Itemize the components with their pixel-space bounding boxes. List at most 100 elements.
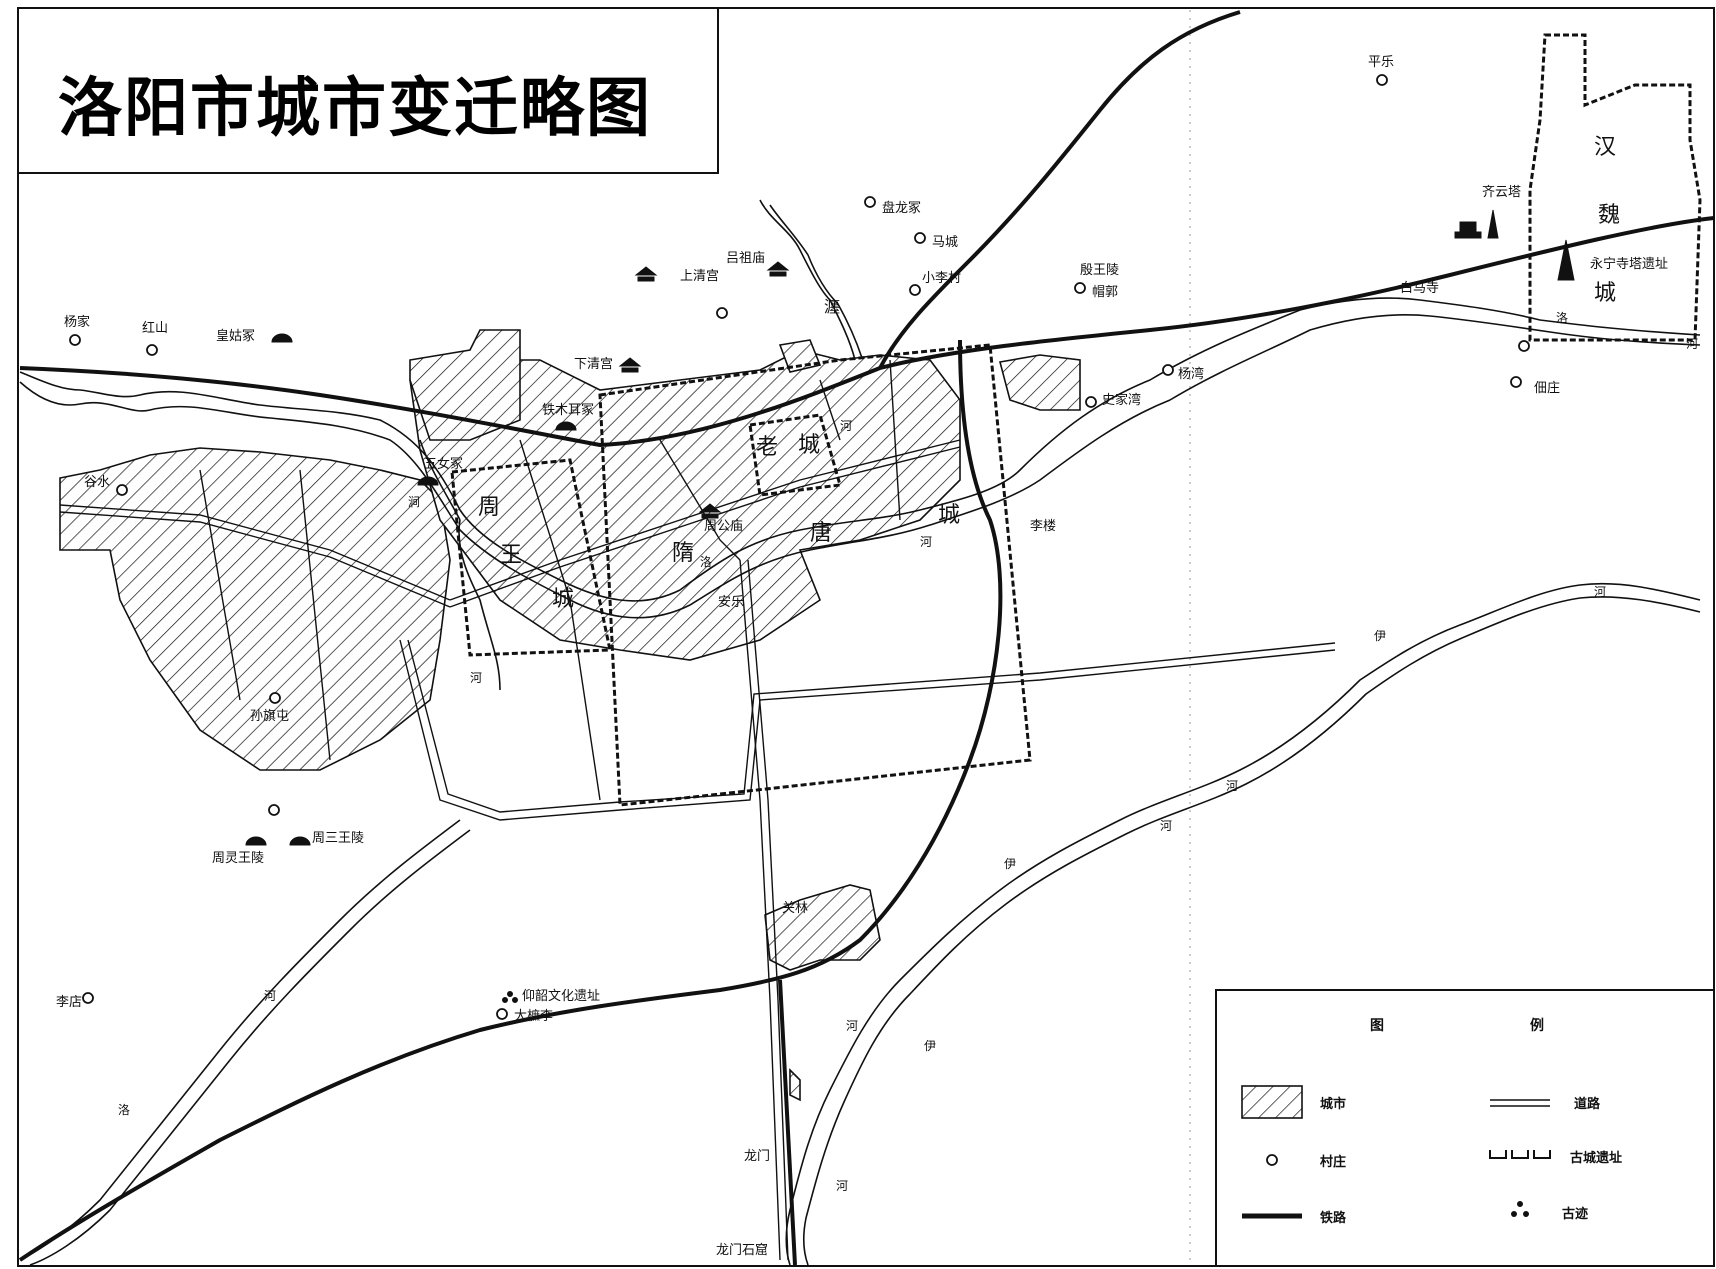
yi-river-bank-1 — [785, 582, 1701, 1266]
label-baimasi: 白马寺 — [1400, 280, 1439, 296]
label-guanlin: 关林 — [782, 901, 808, 916]
river-luo-city: 洛 — [700, 554, 712, 569]
city-area-longmen — [789, 1068, 801, 1102]
river-yi-1: 伊 — [1374, 629, 1386, 643]
label-huanggu: 皇姑冢 — [216, 329, 255, 344]
road-n-s-longmen-b — [747, 559, 789, 1261]
river-jian: 涧 — [408, 495, 420, 509]
title-box — [17, 7, 719, 174]
relic-yangshao-icon — [502, 991, 518, 1003]
river-luo-he-2: 河 — [840, 419, 852, 433]
road-west-main-b — [59, 511, 451, 608]
yi-river-bank-2 — [803, 596, 1701, 1266]
road-n-s-west — [199, 439, 601, 801]
label-hongshan: 红山 — [142, 320, 168, 336]
river-luo-east-he: 河 — [1686, 337, 1698, 351]
place-labels: 平乐 齐云塔 白马寺 永宁寺塔遗址 佃庄 盘龙冢 马城 小李村 吕祖庙 上清宫 … — [56, 55, 1668, 1258]
relic-zuciao-icon — [766, 261, 790, 277]
label-panlongzhong: 盘龙冢 — [882, 200, 921, 216]
legend-relic-swatch — [1511, 1201, 1529, 1217]
map-title: 洛阳市城市变迁略图 — [58, 71, 652, 146]
road-west-main — [59, 504, 451, 601]
railway-longhai — [19, 216, 1715, 448]
district-wei: 魏 — [1598, 203, 1620, 228]
label-dazhuli: 大樜李 — [514, 1009, 553, 1024]
legend-railway-label: 铁路 — [1319, 1210, 1347, 1226]
village-zhouling-marker — [268, 804, 280, 816]
relic-tiemuer-icon — [555, 421, 577, 431]
label-zhoulingwang: 周灵王陵 — [212, 851, 264, 866]
ancient-walls — [450, 33, 1702, 807]
legend: 图 例 城市 道路 村庄 古城遗址 铁路 古迹 — [1215, 989, 1715, 1267]
label-gushui: 谷水 — [84, 475, 110, 490]
label-longmen: 龙门 — [744, 1149, 770, 1164]
river-luo-he-1: 河 — [920, 535, 932, 549]
railways — [18, 10, 1715, 1266]
village-hongshan-marker — [146, 344, 158, 356]
legend-relic-label: 古迹 — [1562, 1206, 1588, 1222]
relic-qiyunta-icon — [1454, 209, 1499, 239]
river-yi-3: 伊 — [924, 1039, 936, 1053]
river-luo-sw: 洛 — [118, 1102, 130, 1117]
legend-road-label: 道路 — [1574, 1096, 1601, 1112]
river-yi-he-2: 河 — [1226, 779, 1238, 793]
label-yangshao: 仰韶文化遗址 — [522, 988, 600, 1004]
district-suitangcheng: 城 — [938, 503, 960, 528]
village-pingle-marker — [1376, 74, 1388, 86]
label-shijiawan: 史家湾 — [1102, 392, 1141, 408]
legend-box — [1215, 989, 1715, 1267]
river-luo-east: 洛 — [1556, 310, 1568, 325]
label-lidian: 李店 — [56, 995, 82, 1010]
label-dianzhuang: 佃庄 — [1534, 380, 1560, 396]
river-yi-2: 伊 — [1004, 857, 1016, 871]
city-area-guanlin — [764, 884, 881, 971]
river-jian-he: 河 — [470, 671, 482, 685]
label-yangwan: 杨湾 — [1178, 366, 1204, 382]
district-sui: 隋 — [672, 541, 694, 566]
label-lilou: 李楼 — [1030, 519, 1056, 534]
legend-city-swatch — [1241, 1085, 1303, 1119]
label-xiaqinggong: 下清宫 — [574, 357, 613, 372]
village-shijiawan-marker — [1085, 396, 1097, 408]
label-bangguo: 帽郭 — [1092, 284, 1118, 300]
railway-longmen — [778, 979, 797, 1266]
road-center-ew — [449, 439, 961, 601]
chan-river — [759, 199, 863, 361]
road-center-ew-b — [449, 446, 961, 608]
district-wang: 王 — [500, 543, 522, 568]
city-area-west — [59, 447, 451, 771]
legend-city-label: 城市 — [1320, 1096, 1346, 1112]
legend-road-swatch — [1490, 1099, 1550, 1107]
district-lao: 老 — [756, 435, 778, 460]
river-labels: 瀍 涧 河 洛 河 河 河 洛 河 河 洛 伊 伊 伊 河 河 河 河 — [118, 297, 1698, 1193]
railway-south — [18, 339, 1003, 1262]
label-yongningsi: 永宁寺塔遗址 — [1590, 256, 1668, 272]
village-panlong-marker — [864, 196, 876, 208]
label-sunqitun: 孙旗屯 — [250, 708, 289, 724]
relic-zhougong-icon — [698, 503, 722, 519]
district-zhoucheng: 城 — [552, 587, 574, 612]
label-zuciao: 吕祖庙 — [726, 251, 765, 266]
river-luo-he-3: 河 — [1160, 819, 1172, 833]
wall-laocheng — [748, 413, 842, 497]
label-zhougongmiao: 周公庙 — [704, 519, 743, 534]
relic-xiaqing-icon — [618, 357, 642, 373]
relic-shangqing-icon — [634, 266, 658, 282]
road-n-s-longmen — [739, 559, 781, 1261]
district-han: 汉 — [1594, 135, 1616, 160]
label-shangqinggong: 上清宫 — [680, 269, 719, 284]
village-xiaoli-marker — [909, 284, 921, 296]
river-luo-sw-he: 河 — [264, 989, 276, 1003]
relic-zhouling-icon — [245, 836, 267, 846]
village-bangguo-marker — [1074, 282, 1086, 294]
river-yi-he-1: 河 — [1594, 585, 1606, 599]
district-hanwei-cheng: 城 — [1594, 281, 1616, 306]
village-dianzhuang-marker — [1510, 376, 1522, 388]
river-yi-he-4: 河 — [846, 1019, 858, 1033]
village-shangqing-marker — [716, 307, 728, 319]
village-yangjia-marker — [69, 334, 81, 346]
village-gushui-marker — [116, 484, 128, 496]
district-tang: 唐 — [810, 521, 832, 546]
